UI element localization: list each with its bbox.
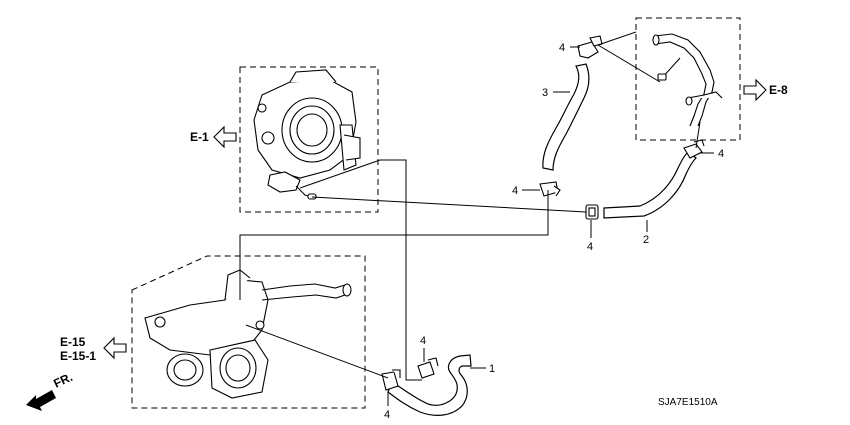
front-direction-arrow-icon: [26, 390, 56, 411]
clip-4e: [417, 357, 439, 379]
ref-e15-1-label[interactable]: E-15-1: [60, 349, 96, 363]
callout-4-clamp: 4: [587, 241, 593, 253]
callout-4-lower: 4: [420, 335, 426, 347]
throttle-body: [253, 69, 361, 200]
throttle-body-group-box: [239, 66, 379, 213]
callout-4-right: 4: [718, 148, 724, 160]
front-direction-label: FR.: [51, 370, 74, 391]
diagram-code: SJA7E1510A: [658, 397, 718, 408]
water-outlet: [144, 269, 352, 399]
ref-e15-arrow-icon: [103, 336, 127, 360]
clip-4b: [539, 181, 561, 197]
clip-4f: [381, 369, 401, 391]
hose-1: [387, 354, 472, 416]
hose-2: [603, 151, 697, 219]
hose-3: [542, 63, 590, 171]
water-outlet-group-box: [131, 255, 366, 409]
clip-4a: [577, 35, 603, 59]
ref-e15-label[interactable]: E-15: [60, 335, 86, 349]
ref-e8-arrow-icon: [743, 78, 767, 102]
ref-e8-label[interactable]: E-8: [769, 83, 788, 97]
callout-1: 1: [489, 363, 495, 375]
callout-4-mid: 4: [512, 185, 518, 197]
ref-e1-label[interactable]: E-1: [190, 130, 209, 144]
connection-lines: [239, 31, 701, 381]
callout-4-top: 4: [559, 42, 565, 54]
callout-2: 2: [643, 234, 649, 246]
ref-e1-arrow-icon: [213, 125, 237, 149]
callout-3: 3: [542, 87, 548, 99]
clip-4c: [585, 204, 599, 220]
bypass-pipe: [652, 33, 723, 127]
callout-4-bottom: 4: [384, 409, 390, 421]
leader-lines: [387, 46, 714, 406]
